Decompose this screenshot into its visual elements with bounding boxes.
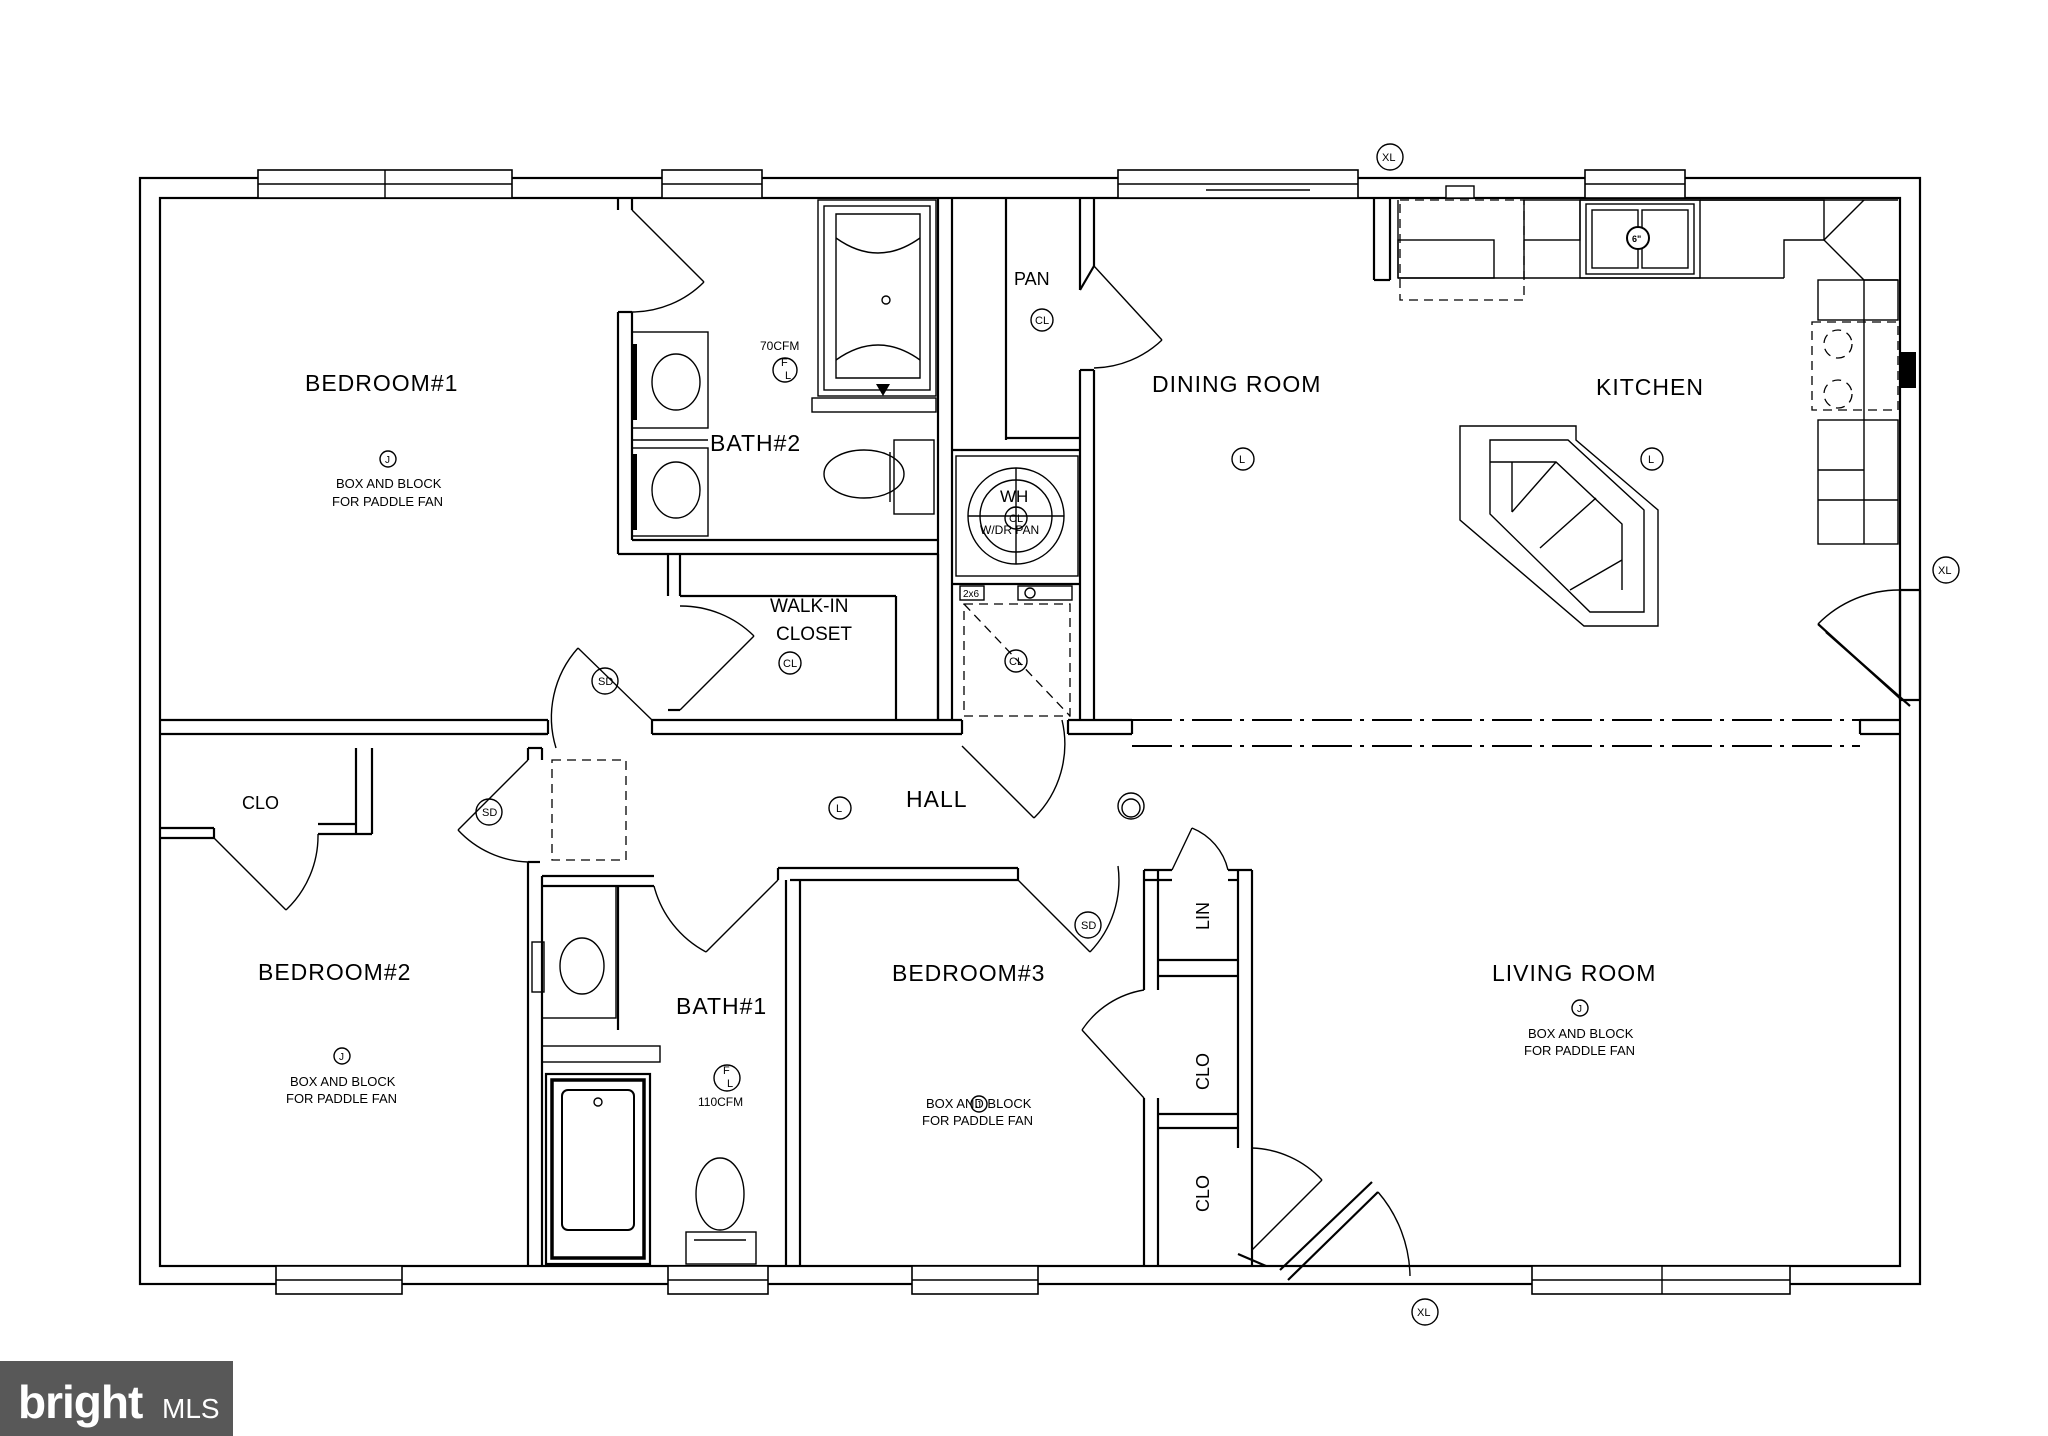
sd-bed2: SD [482,807,497,819]
fan-note-bed3-1: BOX AND BLOCK [926,1096,1032,1111]
fan-f-bath2: F [781,357,788,369]
kitchen-island [1459,425,1659,627]
label-clo-bed2: CLO [242,793,279,813]
wh-pan-label: W/DR PAN [980,523,1039,537]
fan-l-bath2: L [785,370,791,382]
xl-top: XL [1382,152,1395,164]
fan-f-bath1: F [723,1065,730,1077]
xl-right: XL [1938,565,1951,577]
brand-watermark: bright MLS [0,1361,233,1436]
label-clo-mid: CLO [1193,1053,1213,1090]
label-pan: PAN [1014,269,1050,289]
fan-note-bed3-2: FOR PADDLE FAN [922,1113,1033,1128]
two-by-six: 2x6 [963,589,980,600]
doors [213,209,1922,1281]
light-hall: L [836,803,842,815]
label-bedroom2: BEDROOM#2 [258,959,411,985]
label-bath2: BATH#2 [710,430,801,456]
water-heater [955,455,1079,717]
cfm-70: 70CFM [760,339,799,353]
fan-note-bed2-2: FOR PADDLE FAN [286,1091,397,1106]
light-kitchen: L [1648,454,1654,466]
notes: BOX AND BLOCK FOR PADDLE FAN BOX AND BLO… [286,234,1641,1128]
label-bedroom3: BEDROOM#3 [892,960,1045,986]
xl-bottom: XL [1417,1307,1430,1319]
label-walkin-2: CLOSET [776,624,852,645]
kitchen-cabinets [1372,198,1916,545]
fan-note-bed1-1: BOX AND BLOCK [336,476,442,491]
j-bed2: J [339,1052,344,1063]
room-labels: BEDROOM#1 BATH#2 PAN DINING ROOM KITCHEN… [242,269,1704,1212]
cl-laundry: CL [1009,656,1023,668]
label-walkin-1: WALK-IN [770,596,848,617]
label-bath1: BATH#1 [676,993,767,1019]
fan-l-bath1: L [727,1078,733,1090]
bath2-fixtures [631,199,937,537]
label-dining: DINING ROOM [1152,371,1321,397]
six-inch: 6" [1632,234,1641,244]
label-bedroom1: BEDROOM#1 [305,370,458,396]
cl-pan: CL [1035,315,1049,327]
fan-note-bed1-2: FOR PADDLE FAN [332,494,443,509]
wh-label: WH [1000,487,1028,506]
interior-walls [160,198,1900,1268]
cfm-110: 110CFM [698,1095,743,1109]
fan-note-living-2: FOR PADDLE FAN [1524,1043,1635,1058]
fan-note-bed2-1: BOX AND BLOCK [290,1074,396,1089]
sd-bed1: SD [598,676,613,688]
cl-wh: CL [1009,513,1023,525]
sd-bed3: SD [1081,920,1096,932]
bath1-fixtures [531,885,757,1266]
cl-walkin: CL [783,658,797,670]
j-bed3: J [976,1100,981,1111]
label-living: LIVING ROOM [1492,960,1656,986]
label-clo-low: CLO [1193,1175,1213,1212]
windows [257,169,1791,1295]
attic-access [551,759,627,861]
watermark-brand: bright [18,1376,143,1428]
symbol-letters: XL XL XL CL F L L L CL CL CL SD SD L SD … [339,152,1951,1319]
label-lin: LIN [1193,902,1213,930]
label-hall: HALL [906,786,968,812]
fan-note-living-1: BOX AND BLOCK [1528,1026,1634,1041]
light-dining: L [1239,454,1245,466]
symbol-circles [333,143,1960,1326]
label-kitchen: KITCHEN [1596,374,1704,400]
j-living: J [1577,1004,1582,1015]
j-bed1: J [385,455,390,466]
watermark-mls: MLS [162,1393,220,1424]
